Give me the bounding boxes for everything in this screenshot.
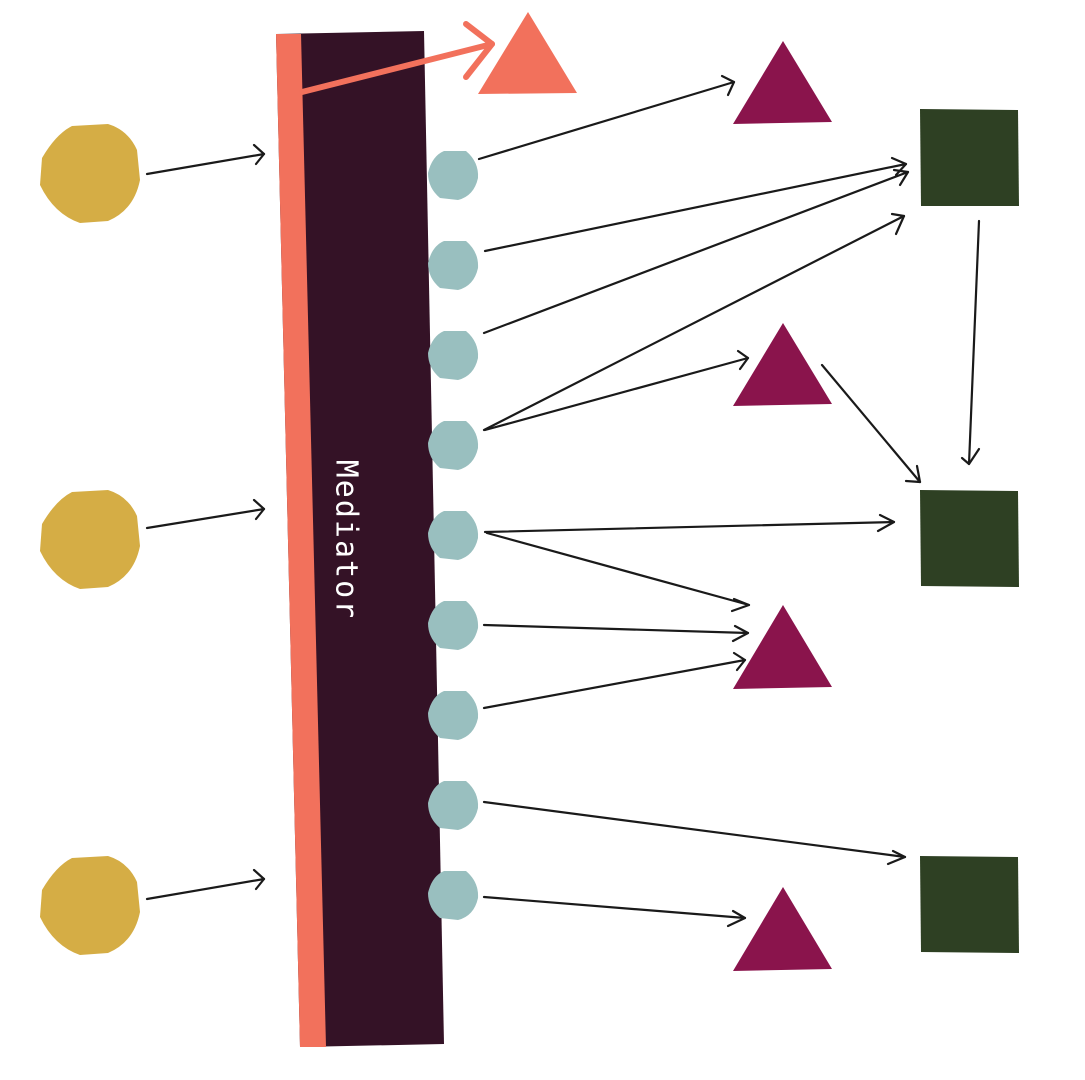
arrow-line (477, 80, 736, 161)
mediator-ports (428, 151, 479, 920)
mediator-edge-stripe (276, 34, 326, 1047)
target-squares (920, 109, 1019, 953)
arrow-head (252, 868, 266, 891)
arrow-line (482, 623, 750, 635)
target-triangle (733, 887, 832, 971)
mediator-port (428, 241, 479, 290)
producer-node (40, 124, 140, 223)
arrow-head (904, 464, 922, 484)
mediator-port (428, 331, 479, 380)
arrow-line (820, 363, 922, 484)
mediator-port (428, 871, 479, 920)
mediator-port (428, 511, 479, 560)
arrow-head (732, 651, 747, 672)
mediator-port (428, 781, 479, 830)
arrow-head (731, 624, 750, 643)
arrow-line (483, 162, 908, 253)
target-square (920, 856, 1019, 953)
arrow-line (483, 520, 896, 534)
target-triangle (733, 605, 832, 689)
producer-node (40, 856, 140, 955)
connector-arrows (145, 74, 981, 928)
arrow-head (892, 168, 910, 187)
producer-nodes (40, 124, 140, 955)
mediator-port (428, 421, 479, 470)
arrow-head (726, 909, 747, 928)
arrow-line (145, 877, 266, 901)
target-triangle (733, 323, 832, 406)
accent-arrow (299, 21, 495, 95)
arrow-line (482, 895, 747, 920)
arrow-head (876, 513, 896, 533)
arrow-line (482, 800, 907, 859)
arrow-head (886, 849, 907, 866)
arrow-line (485, 531, 751, 607)
target-square (920, 109, 1019, 206)
mediator-port (428, 601, 479, 650)
target-square (920, 490, 1019, 587)
target-triangle (733, 41, 832, 124)
arrow-line (482, 214, 906, 432)
arrow-line (145, 152, 266, 176)
arrow-head (960, 447, 981, 466)
producer-node (40, 490, 140, 589)
arrow-head (252, 498, 266, 521)
mediator-port (428, 151, 479, 200)
arrow-line (145, 507, 266, 530)
accent-triangle (478, 12, 577, 94)
arrow-line (483, 356, 750, 432)
arrow-line (482, 170, 910, 335)
arrow-head (252, 143, 266, 166)
arrow-head (890, 212, 906, 236)
mediator-port (428, 691, 479, 740)
target-triangles (733, 41, 832, 971)
arrow-head (736, 349, 750, 371)
arrow-line (482, 658, 747, 710)
arrow-head (720, 74, 736, 97)
mediator-label: Mediator (329, 460, 364, 621)
arrow-head (730, 597, 751, 613)
arrow-line (967, 219, 981, 466)
